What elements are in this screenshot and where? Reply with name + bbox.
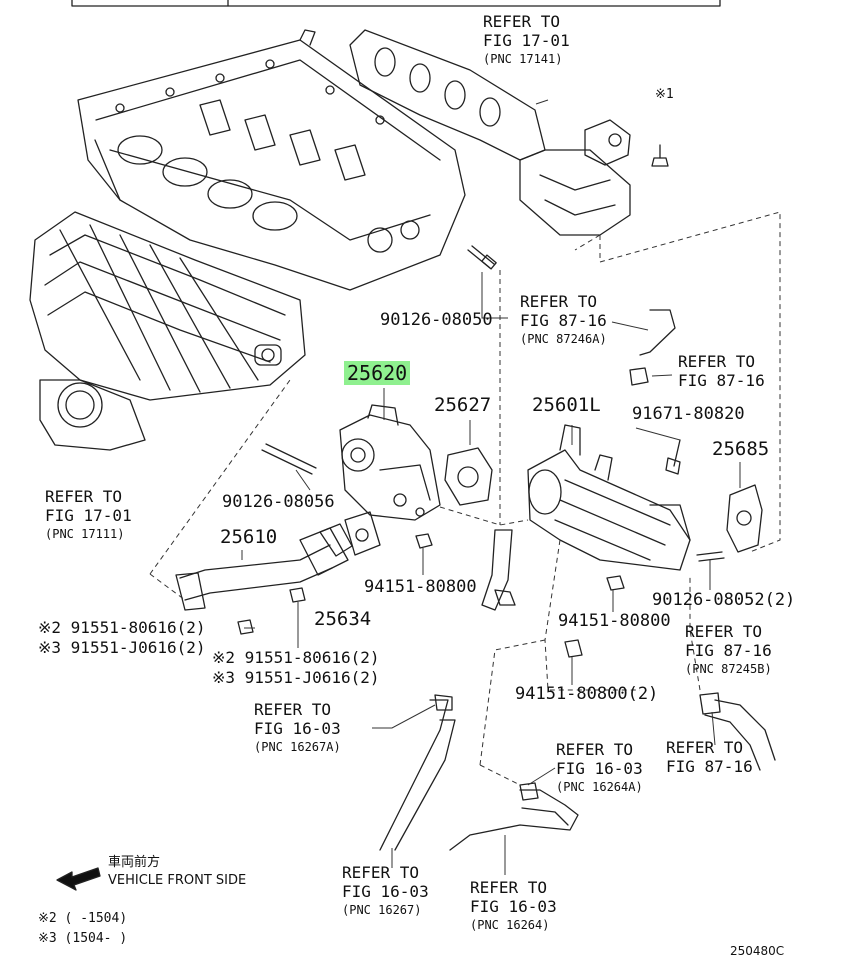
part-number-94151-80800-a: 94151-80800: [364, 577, 477, 597]
vehicle-front-side-label: VEHICLE FRONT SIDE: [108, 873, 247, 888]
diagram-code: 250480C: [730, 944, 785, 958]
ref-fig-16-03-d: REFER TO FIG 16-03 (PNC 16264): [470, 878, 557, 932]
part-number-90126-08050: 90126-08050: [380, 310, 493, 330]
part-number-90126-08056: 90126-08056: [222, 492, 335, 512]
note-mark-1: ※1: [655, 87, 674, 102]
part-number-91551-80616-mid: ※2 91551-80616(2): [212, 648, 380, 667]
egr-cooler-part: [527, 424, 691, 571]
part-number-25627: 25627: [434, 394, 492, 416]
part-number-91551-J0616-left: ※3 91551-J0616(2): [38, 638, 206, 657]
stud-90126-08056-part: [261, 443, 317, 475]
part-number-25620: 25620: [344, 361, 411, 385]
ref-fig-17-01-top: REFER TO FIG 17-01 (PNC 17141): [483, 12, 570, 66]
part-number-25685: 25685: [712, 438, 770, 460]
gasket-25627-part: [444, 447, 493, 506]
note-2-date-range: ※2 ( -1504): [38, 911, 128, 926]
vehicle-front-jp-label: 車両前方: [108, 855, 161, 870]
stud-bolt-part: [467, 245, 497, 270]
top-frame-line: [71, 0, 721, 7]
part-number-25601L: 25601L: [532, 394, 601, 416]
intake-manifold-part: [29, 211, 306, 451]
nut-small-part: [237, 533, 725, 658]
front-arrow-icon: [56, 867, 101, 891]
cylinder-head-part: [77, 29, 466, 291]
dashed-lines: [149, 211, 781, 786]
hose-part: [379, 309, 776, 851]
part-number-94151-80800-b: 94151-80800: [558, 611, 671, 631]
gasket-25634-part: [319, 511, 381, 557]
part-number-91551-J0616-mid: ※3 91551-J0616(2): [212, 668, 380, 687]
leader-lines: [241, 99, 741, 875]
bolt-91671-part: [665, 439, 681, 475]
part-number-91671-80820: 91671-80820: [632, 404, 745, 424]
part-number-90126-08052: 90126-08052(2): [652, 590, 796, 610]
part-number-94151-80800-c: 94151-80800(2): [515, 684, 659, 704]
ref-fig-17-01-left: REFER TO FIG 17-01 (PNC 17111): [45, 487, 132, 541]
note-3-date-range: ※3 (1504- ): [38, 931, 128, 946]
part-number-91551-80616-left: ※2 91551-80616(2): [38, 618, 206, 637]
part-number-25634: 25634: [314, 608, 372, 630]
exhaust-manifold-part: [349, 29, 669, 236]
ref-fig-16-03-b: REFER TO FIG 16-03 (PNC 16264A): [556, 740, 643, 794]
ref-fig-87-16-d: REFER TO FIG 87-16: [666, 738, 753, 776]
ref-fig-87-16-b: REFER TO FIG 87-16: [678, 352, 765, 390]
ref-fig-16-03-c: REFER TO FIG 16-03 (PNC 16267): [342, 863, 429, 917]
ref-fig-87-16-a: REFER TO FIG 87-16 (PNC 87246A): [520, 292, 607, 346]
part-number-25610: 25610: [220, 526, 278, 548]
gasket-25685-part: [726, 484, 763, 553]
ref-fig-16-03-a: REFER TO FIG 16-03 (PNC 16267A): [254, 700, 341, 754]
egr-valve-part: [339, 404, 441, 521]
ref-fig-87-16-c: REFER TO FIG 87-16 (PNC 87245B): [685, 622, 772, 676]
